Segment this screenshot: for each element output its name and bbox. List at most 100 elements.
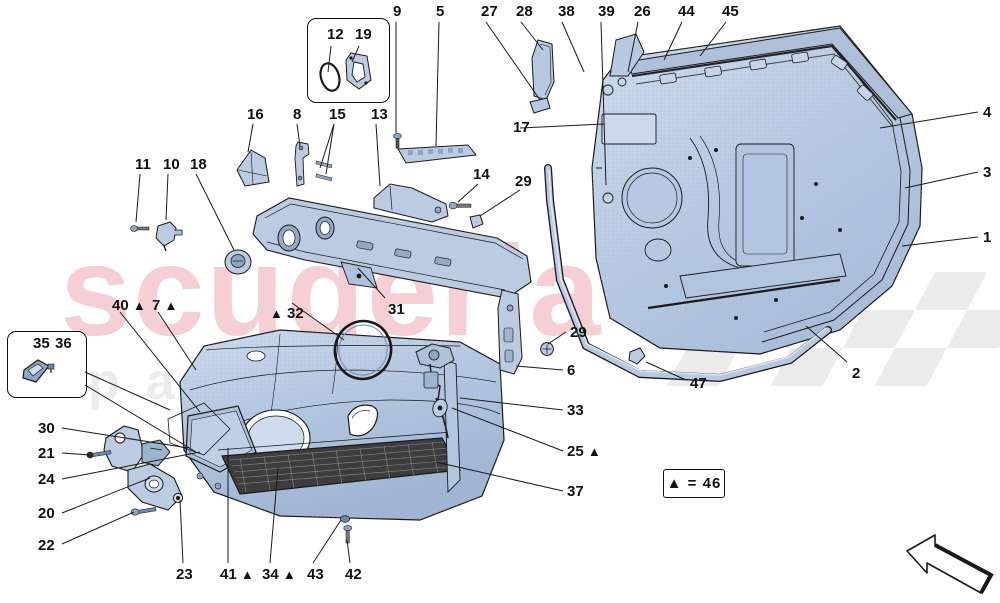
callout-number: 23	[176, 566, 193, 583]
part-18-grommet	[222, 246, 256, 278]
callout-14: 14	[473, 167, 490, 182]
callout-number: 15	[329, 106, 346, 123]
triangle-icon: ▲	[240, 567, 254, 582]
callout-20: 20	[38, 506, 55, 521]
callout-26: 26	[634, 4, 651, 19]
callout-number: 29	[570, 324, 587, 341]
callout-number: 16	[247, 106, 264, 123]
part-5-trim-strip	[396, 143, 478, 169]
door-trim-panel	[160, 320, 510, 550]
callout-number: 44	[678, 3, 695, 20]
callout-36: 36	[55, 336, 72, 351]
callout-29: 29	[515, 174, 532, 189]
part-27-trim-cap	[527, 96, 553, 116]
callout-number: 47	[690, 375, 707, 392]
callout-11: 11	[135, 157, 151, 172]
part-16-corner-cover	[233, 148, 275, 190]
part-33-latch-mechanism	[410, 338, 480, 448]
callout-17: 17	[513, 120, 530, 135]
part-14-screw-long	[448, 199, 474, 213]
callout-number: 38	[558, 3, 575, 20]
callout-47: 47	[690, 376, 707, 391]
callout-number: 20	[38, 505, 55, 522]
callout-number: 4	[983, 104, 992, 121]
callout-19: 19	[355, 27, 372, 42]
callout-8: 8	[293, 107, 301, 122]
callout-39: 39	[598, 4, 615, 19]
callout-37: 37	[567, 484, 584, 499]
callout-number: 41	[220, 566, 237, 583]
callout-number: 10	[163, 156, 180, 173]
callout-number: 17	[513, 119, 530, 136]
triangle-icon: ▲	[282, 567, 296, 582]
callout-number: 35	[33, 335, 50, 352]
part-40-panel-insert	[160, 395, 240, 465]
callout-32: ▲ 32	[270, 306, 304, 321]
callout-number: 40	[112, 297, 129, 314]
door-shell-assembly	[540, 18, 970, 398]
callout-30: 30	[38, 421, 55, 436]
callout-34: 34 ▲	[262, 567, 296, 582]
triangle-icon: ▲	[132, 298, 146, 313]
callout-42: 42	[345, 567, 362, 582]
callout-number: 5	[436, 3, 445, 20]
callout-number: 21	[38, 445, 55, 462]
callout-number: 7	[152, 297, 161, 314]
callout-45: 45	[722, 4, 739, 19]
callout-number: 1	[983, 229, 992, 246]
callout-number: 8	[293, 106, 302, 123]
callout-number: 3	[983, 164, 992, 181]
triangle-icon: ▲	[164, 298, 178, 313]
callout-number: 13	[371, 106, 388, 123]
part-47-end-cap	[625, 346, 649, 368]
callout-3: 3	[983, 165, 991, 180]
callout-number: 43	[307, 566, 324, 583]
callout-number: 19	[355, 26, 372, 43]
callout-number: 32	[287, 305, 304, 322]
callout-31: 31	[388, 302, 405, 317]
callout-38: 38	[558, 4, 575, 19]
part-36-switch-screw	[44, 360, 58, 374]
door-seal-tube	[540, 160, 850, 390]
part-32-speaker-ring	[330, 318, 396, 382]
part-6-bracket-lower	[492, 288, 528, 380]
callout-43: 43	[307, 567, 324, 582]
part-43-washer	[338, 513, 352, 525]
part-22-bolt-lower	[130, 504, 160, 518]
callout-number: 33	[567, 402, 584, 419]
callout-number: 18	[190, 156, 207, 173]
callout-number: 12	[327, 26, 344, 43]
hinge-assembly	[98, 420, 218, 530]
triangle-icon: ▲	[270, 306, 283, 321]
callout-21: 21	[38, 446, 55, 461]
callout-40: 40 ▲	[112, 298, 146, 313]
callout-number: 36	[55, 335, 72, 352]
callout-4: 4	[983, 105, 991, 120]
part-12-gasket-ring	[318, 60, 342, 94]
callout-number: 6	[567, 362, 576, 379]
callout-number: 28	[516, 3, 533, 20]
callout-41: 41 ▲	[220, 567, 254, 582]
part-8-bracket	[292, 140, 314, 188]
callout-16: 16	[247, 107, 264, 122]
part-10-clip-body	[152, 218, 184, 252]
callout-27: 27	[481, 4, 498, 19]
triangle-icon: ▲	[587, 444, 601, 459]
callout-7: 7 ▲	[152, 298, 177, 313]
callout-number: 22	[38, 537, 55, 554]
callout-number: 11	[135, 156, 151, 173]
callout-number: 39	[598, 3, 615, 20]
callout-44: 44	[678, 4, 695, 19]
callout-15: 15	[329, 107, 346, 122]
callout-number: 24	[38, 471, 55, 488]
callout-25: 25 ▲	[567, 444, 601, 459]
callout-2: 2	[852, 366, 860, 381]
part-29-plug-cap-b	[538, 340, 558, 358]
callout-number: 34	[262, 566, 279, 583]
callout-24: 24	[38, 472, 55, 487]
part-15-screw-pair	[312, 158, 338, 190]
callout-23: 23	[176, 567, 193, 582]
callout-12: 12	[327, 27, 344, 42]
